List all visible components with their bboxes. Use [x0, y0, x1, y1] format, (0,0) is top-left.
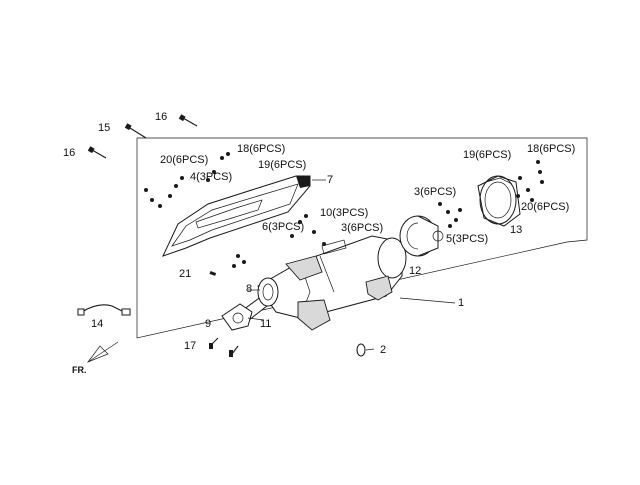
bolt-part-16-left — [87, 146, 107, 159]
flange-part-9 — [221, 303, 253, 331]
callout-7: 7 — [327, 174, 334, 186]
bolt-part-16-top — [178, 114, 198, 127]
callout-14: 14 — [91, 318, 104, 330]
callout-16-left: 16 — [63, 147, 76, 159]
bolt-part-15 — [124, 123, 147, 139]
callout-8: 8 — [246, 283, 253, 295]
callout-9: 9 — [205, 318, 212, 330]
callout-1: 1 — [458, 297, 465, 309]
callout-16-top: 16 — [155, 111, 168, 123]
assembly-frame — [136, 137, 588, 339]
silencer-body-part-1 — [231, 235, 407, 331]
callout-4: 4(3PCS) — [190, 171, 233, 183]
fastener-washers — [144, 152, 544, 276]
callout-18-left: 18(6PCS) — [237, 143, 286, 155]
tip-cover-part-13 — [477, 175, 521, 227]
callout-3-left: 3(6PCS) — [341, 222, 384, 234]
front-direction-label: FR. — [72, 365, 87, 375]
sensor-cable-part-14 — [77, 304, 131, 316]
callout-13: 13 — [510, 224, 523, 236]
leader-lines — [247, 179, 456, 351]
callout-5: 5(3PCS) — [446, 233, 489, 245]
heat-shield-part-7 — [162, 175, 311, 257]
callout-6: 6(3PCS) — [262, 221, 305, 233]
callout-12: 12 — [409, 265, 422, 277]
callout-11: 11 — [260, 318, 272, 330]
bolt-part-17 — [209, 337, 239, 357]
callout-3-right: 3(6PCS) — [414, 186, 457, 198]
callout-2: 2 — [380, 344, 387, 356]
callout-10: 10(3PCS) — [320, 207, 369, 219]
callout-19-left: 19(6PCS) — [258, 159, 307, 171]
callout-20-right: 20(6PCS) — [521, 201, 570, 213]
callout-20-left: 20(6PCS) — [160, 154, 209, 166]
end-cap-part-12 — [399, 215, 444, 257]
callout-21: 21 — [179, 268, 192, 280]
front-direction-arrow — [86, 341, 119, 363]
callout-19-right: 19(6PCS) — [463, 149, 512, 161]
seal-ring-part-2 — [356, 343, 366, 357]
callout-17: 17 — [184, 340, 197, 352]
callout-15: 15 — [98, 122, 111, 134]
callout-18-right: 18(6PCS) — [527, 143, 576, 155]
